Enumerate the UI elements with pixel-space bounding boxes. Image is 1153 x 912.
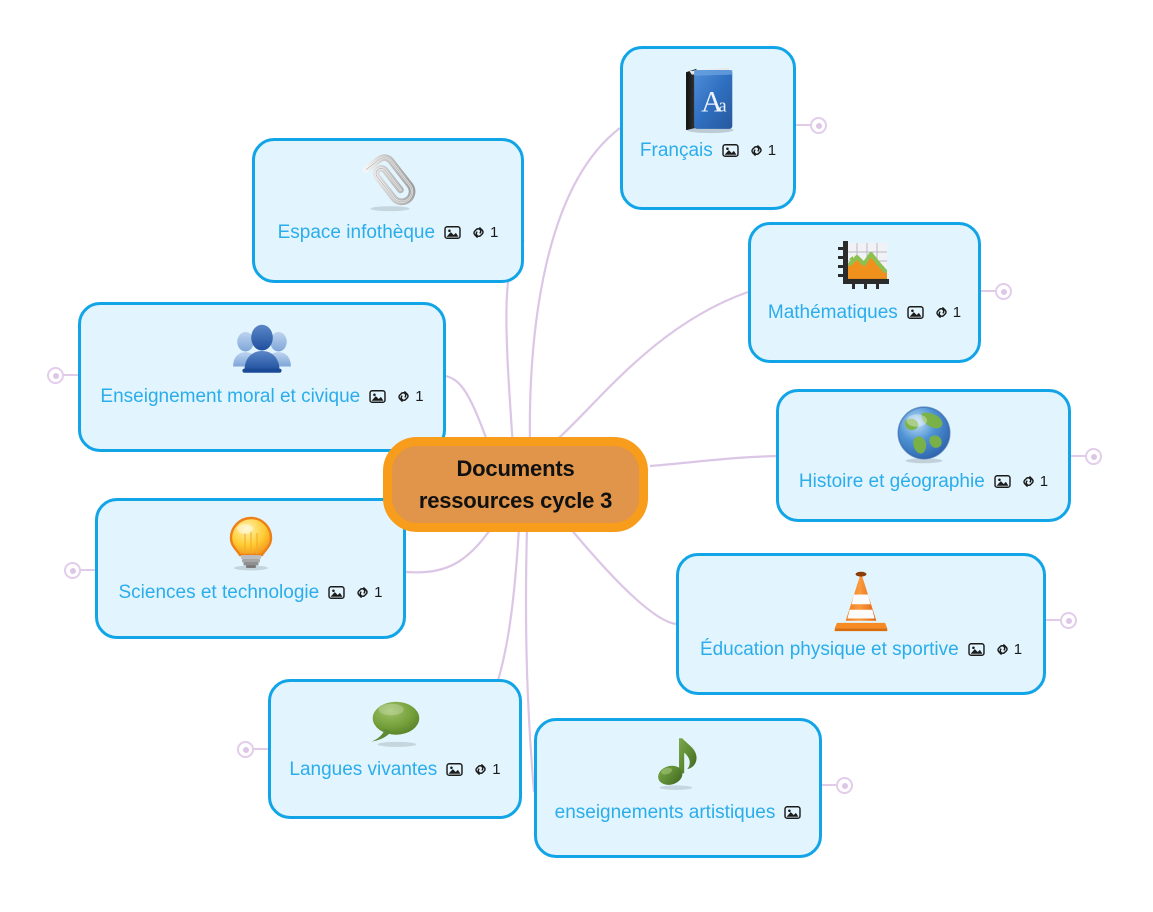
topic-node-mathematiques[interactable]: Mathématiques 1: [748, 222, 981, 363]
traffic-cone-icon: [834, 571, 888, 632]
edge-endpoint-histoire-geographie[interactable]: [1085, 448, 1102, 465]
svg-text:a: a: [718, 97, 726, 117]
picture-icon[interactable]: [907, 304, 924, 321]
topic-node-enseignement-moral-civique[interactable]: Enseignement moral et civique 1: [78, 302, 446, 452]
link-count: 1: [492, 761, 501, 778]
paperclip-icon: [362, 154, 416, 212]
edge-stub-enseignements-artistiques: [822, 784, 836, 786]
link-count: 1: [952, 304, 962, 321]
topic-footer: Éducation physique et sportive 1: [684, 640, 1038, 659]
edge-education-physique-sportive: [569, 527, 677, 626]
edge-endpoint-langues-vivantes[interactable]: [237, 741, 254, 758]
edge-endpoint-education-physique-sportive[interactable]: [1060, 612, 1077, 629]
edge-francais: [528, 127, 621, 448]
topic-node-education-physique-sportive[interactable]: Éducation physique et sportive 1: [676, 553, 1046, 695]
topic-node-langues-vivantes[interactable]: Langues vivantes 1: [268, 679, 522, 819]
topic-node-histoire-geographie[interactable]: Histoire et géographie 1: [776, 389, 1071, 522]
picture-icon[interactable]: [968, 641, 985, 658]
link-count: 1: [415, 388, 424, 405]
topic-label: Espace infothèque: [277, 222, 436, 243]
picture-icon[interactable]: [784, 804, 802, 821]
link-count: 1: [490, 224, 499, 241]
picture-icon[interactable]: [446, 761, 463, 778]
edge-stub-histoire-geographie: [1071, 455, 1085, 457]
topic-node-espace-infotheque[interactable]: Espace infothèque 1: [252, 138, 524, 283]
picture-icon[interactable]: [369, 388, 386, 405]
topic-node-sciences-technologie[interactable]: Sciences et technologie 1: [95, 498, 406, 639]
topic-footer: Langues vivantes 1: [273, 760, 516, 779]
edge-enseignements-artistiques: [524, 527, 536, 793]
link-icon[interactable]: [748, 142, 765, 159]
link-icon[interactable]: [933, 304, 950, 321]
edge-endpoint-francais[interactable]: [810, 117, 827, 134]
svg-text:A: A: [701, 85, 723, 119]
link-icon[interactable]: [470, 224, 487, 241]
link-icon[interactable]: [994, 641, 1011, 658]
people-group-icon: [233, 324, 291, 373]
link-icon[interactable]: [395, 388, 412, 405]
link-icon-group[interactable]: 1: [933, 304, 961, 321]
picture-icon[interactable]: [328, 584, 345, 601]
link-icon-group[interactable]: 1: [1020, 473, 1048, 490]
topic-label: Enseignement moral et civique: [100, 386, 361, 407]
topic-footer: Français 1: [624, 141, 792, 160]
topic-footer: enseignements artistiques: [539, 803, 818, 822]
edge-stub-education-physique-sportive: [1046, 619, 1060, 621]
edge-stub-sciences-technologie: [81, 569, 95, 571]
topic-footer: Espace infothèque 1: [262, 223, 515, 242]
link-icon[interactable]: [1020, 473, 1037, 490]
lightbulb-icon: [229, 516, 272, 571]
link-icon[interactable]: [354, 584, 371, 601]
link-icon-group[interactable]: 1: [994, 641, 1022, 658]
topic-label: Français: [639, 140, 713, 161]
link-count: 1: [1013, 641, 1023, 658]
speech-bubble-icon: [371, 701, 420, 747]
topic-footer: Mathématiques 1: [752, 303, 977, 322]
link-icon-group[interactable]: 1: [748, 142, 776, 159]
central-topic-label-line2: ressources cycle 3: [418, 487, 613, 513]
topic-label: Langues vivantes: [289, 759, 438, 780]
picture-icon[interactable]: [994, 473, 1011, 490]
book-icon: A a: [686, 67, 734, 134]
link-count: 1: [1039, 473, 1049, 490]
link-count: 1: [767, 142, 777, 159]
chart-icon: [837, 241, 889, 289]
link-icon-group[interactable]: 1: [354, 584, 383, 601]
edge-endpoint-enseignement-moral-civique[interactable]: [47, 367, 64, 384]
link-count: 1: [374, 584, 383, 601]
edge-histoire-geographie: [649, 454, 777, 468]
link-icon-group[interactable]: 1: [470, 224, 498, 241]
globe-icon: [896, 406, 951, 464]
edge-stub-enseignement-moral-civique: [64, 374, 78, 376]
link-icon-group[interactable]: 1: [472, 761, 501, 778]
picture-icon[interactable]: [444, 224, 461, 241]
topic-footer: Sciences et technologie 1: [102, 583, 398, 602]
topic-label: Sciences et technologie: [118, 582, 320, 603]
edge-stub-langues-vivantes: [254, 748, 268, 750]
picture-icon[interactable]: [722, 142, 739, 159]
central-topic-node[interactable]: Documents ressources cycle 3: [383, 437, 648, 532]
topic-footer: Histoire et géographie 1: [783, 472, 1064, 491]
topic-label: enseignements artistiques: [554, 802, 776, 823]
topic-label: Éducation physique et sportive: [699, 639, 959, 660]
edge-stub-mathematiques: [981, 290, 995, 292]
topic-node-francais[interactable]: A a Français 1: [620, 46, 796, 210]
edge-endpoint-mathematiques[interactable]: [995, 283, 1012, 300]
topic-label: Mathématiques: [767, 302, 898, 323]
edge-endpoint-enseignements-artistiques[interactable]: [836, 777, 853, 794]
link-icon-group[interactable]: 1: [395, 388, 424, 405]
link-icon[interactable]: [472, 761, 489, 778]
music-note-icon: [658, 738, 697, 790]
topic-label: Histoire et géographie: [798, 471, 985, 492]
central-topic-label-line1: Documents: [456, 456, 575, 482]
edge-endpoint-sciences-technologie[interactable]: [64, 562, 81, 579]
edge-mathematiques: [539, 290, 749, 453]
topic-node-enseignements-artistiques[interactable]: enseignements artistiques: [534, 718, 822, 858]
topic-footer: Enseignement moral et civique 1: [84, 387, 439, 406]
edge-stub-francais: [796, 124, 810, 126]
